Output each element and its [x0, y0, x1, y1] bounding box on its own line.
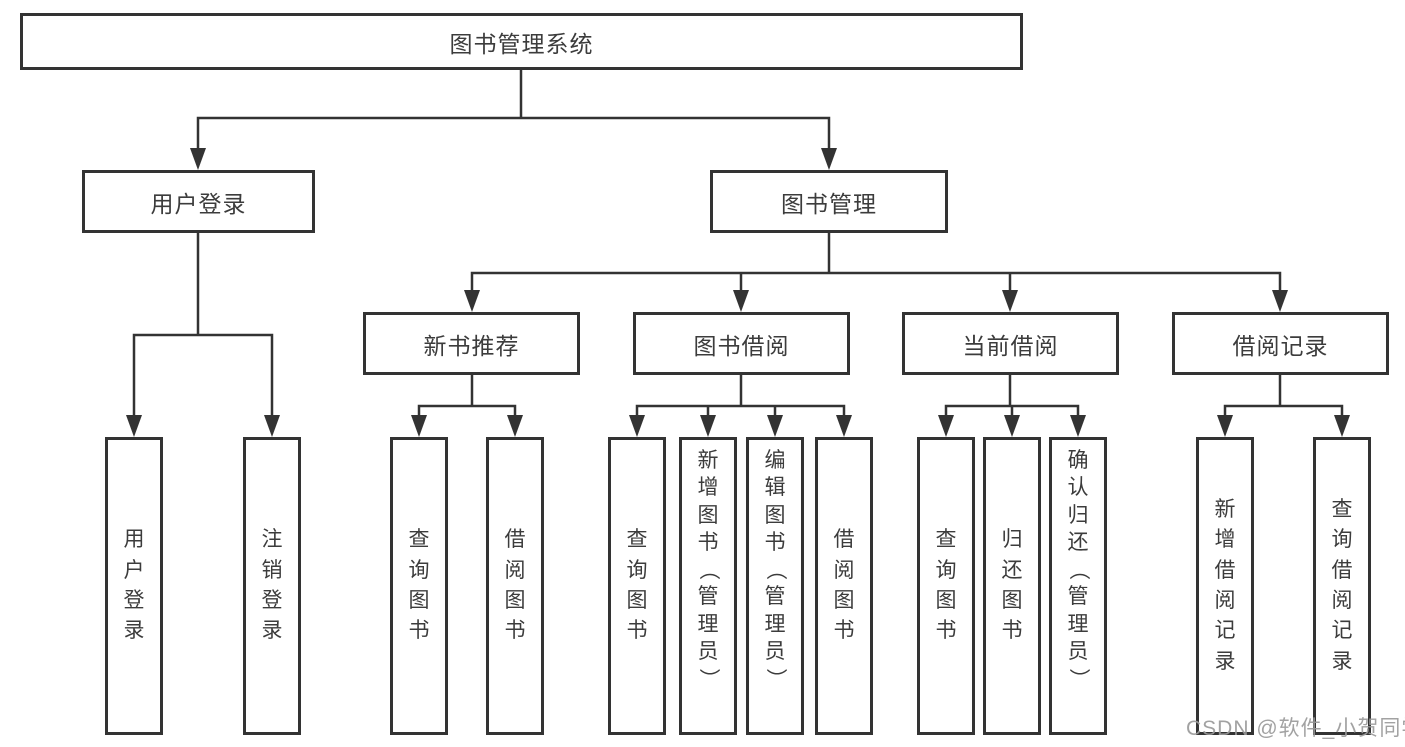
leaf-label: 编辑图书（管理员） [763, 449, 787, 690]
node-user-login-action: 用户登录 [105, 437, 163, 735]
node-user-login: 用户登录 [82, 170, 315, 233]
connector-root-to-level2 [196, 68, 831, 152]
node-query-borrow-record: 查询借阅记录 [1313, 437, 1371, 735]
node-current-borrowing: 当前借阅 [902, 312, 1119, 375]
node-book-borrowing: 图书借阅 [633, 312, 850, 375]
node-query-books-recommend: 查询图书 [390, 437, 448, 735]
node-borrow-records-label: 借阅记录 [1232, 332, 1329, 359]
node-logout-action: 注销登录 [243, 437, 301, 735]
connector-bookmgmt-to-level3 [470, 231, 1282, 294]
leaf-label: 归还图书 [1001, 528, 1023, 643]
leaf-label: 查询图书 [935, 528, 957, 643]
connector-borrowing-to-leaves [635, 373, 846, 419]
leaf-label: 注销登录 [261, 528, 283, 643]
connector-recommend-to-leaves [417, 373, 517, 419]
node-return-books: 归还图书 [983, 437, 1041, 735]
node-borrow-books-recommend: 借阅图书 [486, 437, 544, 735]
leaf-label: 新增图书（管理员） [696, 449, 720, 690]
node-new-book-recommendation-label: 新书推荐 [423, 332, 520, 359]
node-borrow-records: 借阅记录 [1172, 312, 1389, 375]
connector-current-to-leaves [944, 373, 1080, 419]
node-confirm-return-admin: 确认归还（管理员） [1049, 437, 1107, 735]
leaf-label: 查询图书 [626, 528, 648, 643]
node-add-books-admin: 新增图书（管理员） [679, 437, 737, 735]
node-system-root-label: 图书管理系统 [449, 30, 594, 57]
leaf-label: 新增借阅记录 [1214, 497, 1236, 673]
connector-records-to-leaves [1223, 373, 1344, 419]
node-query-books-borrowing: 查询图书 [608, 437, 666, 735]
leaf-label: 查询借阅记录 [1331, 497, 1353, 673]
node-user-login-label: 用户登录 [150, 190, 247, 217]
arrowheads [126, 148, 1350, 437]
leaf-label: 借阅图书 [833, 528, 855, 643]
node-system-root: 图书管理系统 [20, 13, 1023, 70]
node-book-borrowing-label: 图书借阅 [693, 332, 790, 359]
node-current-borrowing-label: 当前借阅 [962, 332, 1059, 359]
csdn-watermark: CSDN @软件_小贺同学 [1186, 717, 1405, 740]
node-borrow-books-borrowing: 借阅图书 [815, 437, 873, 735]
leaf-label: 用户登录 [123, 528, 145, 643]
connector-userlogin-to-leaves [132, 231, 274, 419]
node-edit-books-admin: 编辑图书（管理员） [746, 437, 804, 735]
node-add-borrow-record: 新增借阅记录 [1196, 437, 1254, 735]
leaf-label: 确认归还（管理员） [1066, 449, 1090, 690]
node-new-book-recommendation: 新书推荐 [363, 312, 580, 375]
node-query-books-current: 查询图书 [917, 437, 975, 735]
leaf-label: 借阅图书 [504, 528, 526, 643]
leaf-label: 查询图书 [408, 528, 430, 643]
node-book-management: 图书管理 [710, 170, 948, 233]
node-book-management-label: 图书管理 [781, 190, 877, 217]
